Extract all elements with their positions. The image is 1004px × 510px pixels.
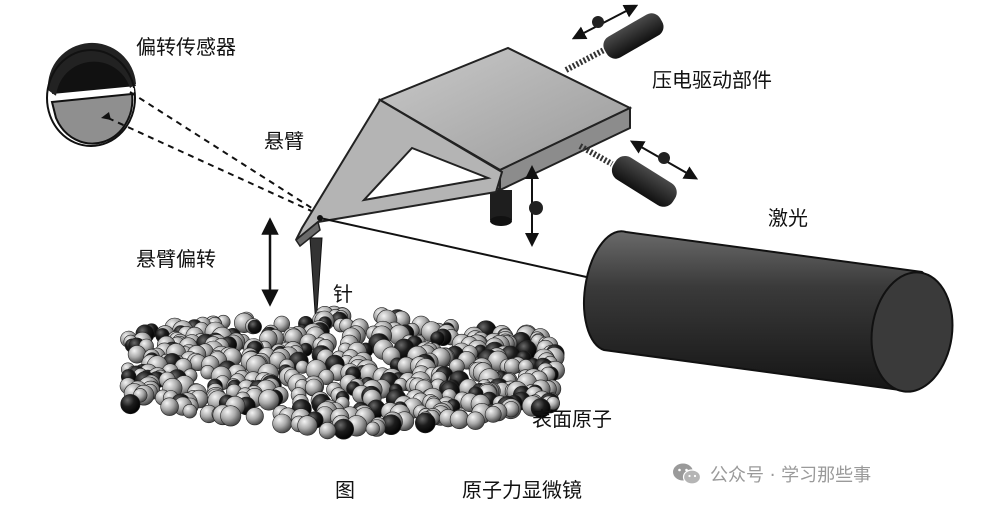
reflected-beam (107, 91, 319, 215)
atom (220, 405, 242, 427)
atom (466, 411, 485, 430)
atom (530, 398, 551, 419)
piezo-drive-label: 压电驱动部件 (652, 68, 772, 92)
atom (503, 358, 521, 375)
sample-surface-atoms (119, 305, 565, 440)
laser-source (583, 230, 954, 393)
wechat-icon (673, 463, 702, 485)
atom (449, 409, 470, 430)
atom (120, 394, 141, 415)
atom (414, 412, 436, 434)
atom (273, 315, 290, 333)
atom (484, 405, 502, 423)
cantilever (294, 98, 504, 327)
piezo-actuator-side (578, 140, 699, 207)
laser-beam (319, 217, 601, 281)
cantilever-label: 悬臂 (264, 129, 304, 153)
watermark: 公众号 · 学习那些事 (672, 460, 871, 488)
deflection-sensor (46, 42, 136, 147)
atom (258, 389, 280, 411)
atom (297, 415, 318, 436)
piezo-actuator-top (564, 4, 664, 73)
cantilever-deflection-label: 悬臂偏转 (136, 247, 216, 271)
figure-title: 原子力显微镜 (462, 478, 582, 502)
figure-prefix: 图 (335, 478, 355, 502)
laser-label: 激光 (768, 206, 808, 230)
sample-surface-label: 表面原子 (532, 407, 612, 431)
atom (182, 404, 198, 419)
atom (365, 421, 380, 436)
atom (333, 418, 355, 440)
deflection-sensor-label: 偏转传感器 (136, 35, 236, 59)
z-arrow (525, 165, 543, 247)
atom (160, 397, 179, 416)
watermark-text: 公众号 · 学习那些事 (710, 465, 872, 486)
atom (318, 422, 337, 440)
atom (247, 319, 262, 334)
atom (245, 407, 264, 426)
atom (272, 413, 292, 434)
tip-label: 针 (333, 282, 353, 306)
